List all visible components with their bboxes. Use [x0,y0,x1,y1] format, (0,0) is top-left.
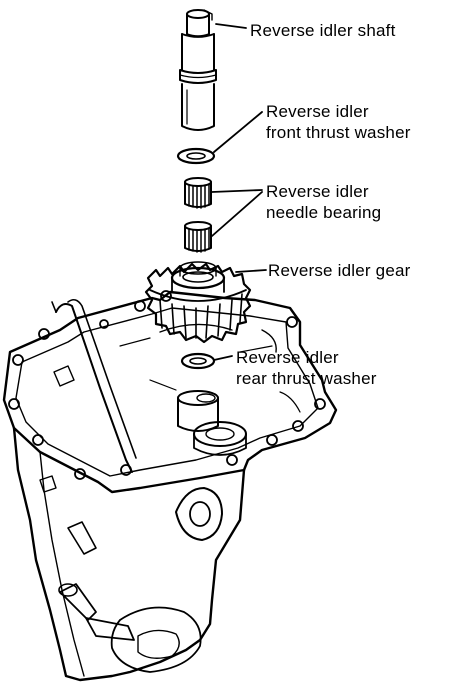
label-line: Reverse idler [266,182,369,201]
label-reverse-idler-gear: Reverse idler gear [268,260,411,281]
leader-needle-upper [211,189,263,193]
label-line: Reverse idler shaft [250,21,396,40]
leader-front-washer [213,111,263,153]
label-reverse-idler-shaft: Reverse idler shaft [250,20,396,41]
label-line: rear thrust washer [236,369,377,388]
leader-rear-washer [213,355,233,361]
rear-thrust-washer-part [180,352,216,370]
idler-sleeve-part [177,390,219,432]
leader-needle-lower [211,191,263,237]
label-line: Reverse idler gear [268,261,411,280]
leader-gear [235,269,267,273]
bolt-holes [8,290,326,480]
needle-bearing-lower-part [184,221,212,253]
label-needle-bearing: Reverse idler needle bearing [266,181,381,223]
label-line: Reverse idler [236,348,339,367]
label-line: Reverse idler [266,102,369,121]
reverse-idler-gear-part [144,261,252,344]
label-line: front thrust washer [266,123,411,142]
reverse-idler-shaft-part [179,9,217,131]
needle-bearing-upper-part [184,177,212,209]
transmission-case [2,290,338,682]
label-line: needle bearing [266,203,382,222]
label-front-thrust-washer: Reverse idler front thrust washer [266,101,411,143]
leader-shaft [215,23,247,29]
front-thrust-washer-part [176,147,216,165]
label-rear-thrust-washer: Reverse idler rear thrust washer [236,347,377,389]
leader-lines [211,23,267,361]
